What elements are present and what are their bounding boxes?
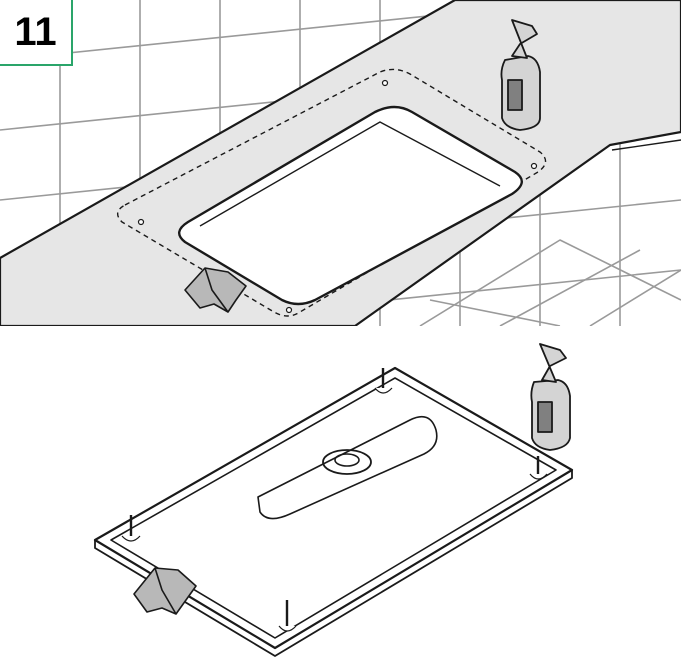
spray-bottle-icon (500, 19, 541, 131)
step-number-badge: 11 (0, 0, 73, 66)
countertop-cutout-scene (0, 0, 681, 326)
mounting-clip-icon (129, 368, 540, 630)
spray-bottle-icon (530, 343, 571, 451)
sink-cutout (178, 105, 523, 306)
dashed-seal-line (117, 68, 547, 317)
sink-frame (93, 366, 574, 650)
cleaning-cloth-icon (133, 567, 197, 615)
cleaning-cloth-icon (184, 267, 247, 313)
drain-hole (322, 449, 372, 475)
step-number: 11 (14, 9, 57, 54)
